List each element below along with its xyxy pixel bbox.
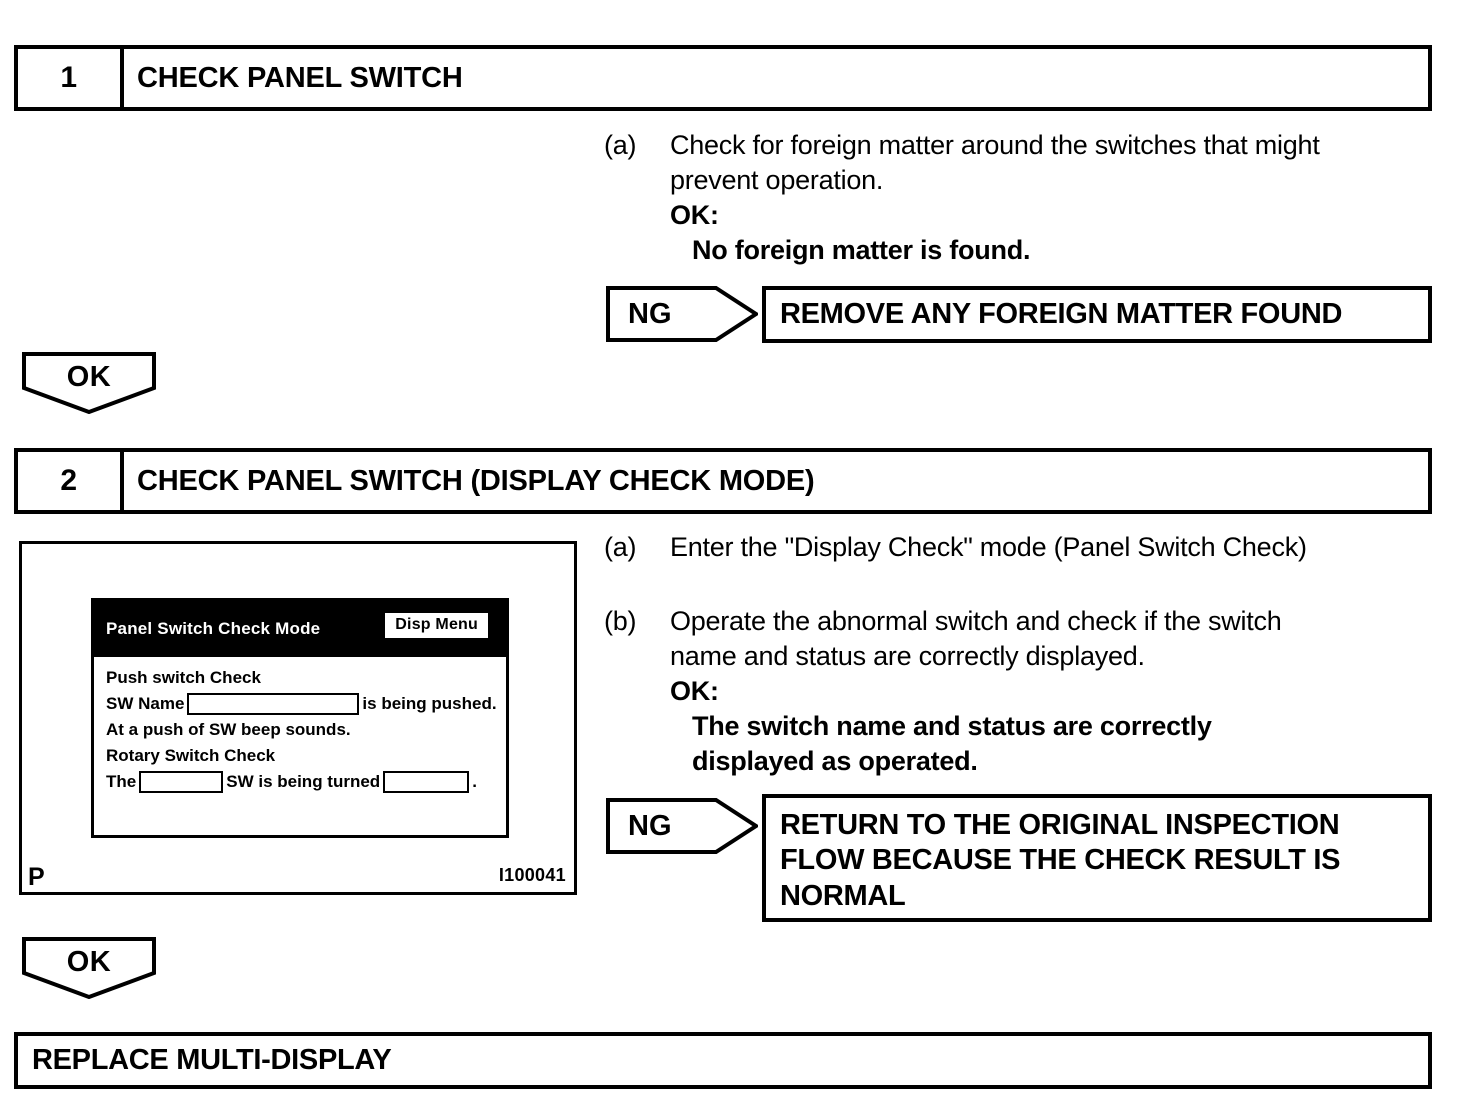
ok-connector-step-2: OK xyxy=(22,937,156,999)
step-2-instruction-b: (b) Operate the abnormal switch and chec… xyxy=(604,604,1444,779)
ng-chevron-icon xyxy=(606,798,758,854)
step-1-header: 1 CHECK PANEL SWITCH xyxy=(14,45,1432,111)
ng-result-box-step-1: REMOVE ANY FOREIGN MATTER FOUND xyxy=(762,286,1432,343)
final-result-box: REPLACE MULTI-DISPLAY xyxy=(14,1032,1432,1089)
sw-name-suffix: is being pushed. xyxy=(362,694,497,713)
figure-frame: Panel Switch Check Mode Disp Menu Push s… xyxy=(19,541,577,895)
instruction-line: name and status are correctly displayed. xyxy=(670,641,1145,672)
step-2-header: 2 CHECK PANEL SWITCH (DISPLAY CHECK MODE… xyxy=(14,448,1432,514)
rotary-status-row: The SW is being turned . xyxy=(106,769,506,795)
ng-result-line: NORMAL xyxy=(780,879,906,912)
sw-name-label: SW Name xyxy=(106,694,185,713)
ng-label: NG xyxy=(628,297,672,330)
ng-label: NG xyxy=(628,809,672,842)
disp-menu-button[interactable]: Disp Menu xyxy=(385,613,488,638)
ng-result-line: RETURN TO THE ORIGINAL INSPECTION xyxy=(780,809,1340,842)
sw-name-row: SW Name is being pushed. xyxy=(106,691,506,717)
device-title: Panel Switch Check Mode xyxy=(106,619,321,638)
beep-note-row: At a push of SW beep sounds. xyxy=(106,717,506,743)
ok-connector-label: OK xyxy=(66,946,112,978)
final-result-label: REPLACE MULTI-DISPLAY xyxy=(32,1044,392,1076)
device-display-mock: Panel Switch Check Mode Disp Menu Push s… xyxy=(91,598,509,838)
ng-result-line: REMOVE ANY FOREIGN MATTER FOUND xyxy=(780,298,1343,330)
rotary-switch-input[interactable] xyxy=(139,771,224,793)
ok-criteria-line: No foreign matter is found. xyxy=(692,235,1031,266)
instruction-marker: (a) xyxy=(604,130,637,160)
rotary-switch-check-title: Rotary Switch Check xyxy=(106,743,506,769)
ok-criteria-label: OK: xyxy=(670,676,719,707)
rotary-mid-label: SW is being turned xyxy=(226,772,381,791)
instruction-item-a: (a) Enter the "Display Check" mode (Pane… xyxy=(604,530,1444,565)
figure-position-code: P xyxy=(28,863,45,891)
instruction-line: Operate the abnormal switch and check if… xyxy=(670,606,1282,636)
ok-down-arrow-icon xyxy=(22,937,156,999)
ng-result-box-step-2: RETURN TO THE ORIGINAL INSPECTION FLOW B… xyxy=(762,794,1432,922)
instruction-line: Check for foreign matter around the swit… xyxy=(670,130,1320,160)
rotary-direction-input[interactable] xyxy=(383,771,470,793)
push-switch-check-title: Push switch Check xyxy=(106,665,506,691)
ok-criteria-line: The switch name and status are correctly xyxy=(692,711,1212,742)
ok-down-arrow-icon xyxy=(22,352,156,414)
device-body: Push switch Check SW Name is being pushe… xyxy=(94,657,506,795)
instruction-marker: (a) xyxy=(604,532,637,562)
instruction-line: Enter the "Display Check" mode (Panel Sw… xyxy=(670,532,1307,562)
ng-connector-step-1: NG xyxy=(606,286,758,342)
ok-connector-step-1: OK xyxy=(22,352,156,414)
figure-id-label: I100041 xyxy=(498,865,566,885)
rotary-suffix-label: . xyxy=(472,772,477,791)
push-switch-check-label: Push switch Check xyxy=(106,668,261,687)
rotary-prefix-label: The xyxy=(106,772,137,791)
ok-connector-label: OK xyxy=(66,361,112,393)
ng-result-line: FLOW BECAUSE THE CHECK RESULT IS xyxy=(780,844,1341,877)
step-1-title: CHECK PANEL SWITCH xyxy=(137,61,463,94)
step-2-title: CHECK PANEL SWITCH (DISPLAY CHECK MODE) xyxy=(137,464,815,497)
ok-criteria-label: OK: xyxy=(670,200,719,231)
instruction-item-a: (a) Check for foreign matter around the … xyxy=(604,128,1434,268)
beep-note-label: At a push of SW beep sounds. xyxy=(106,720,351,739)
rotary-switch-check-label: Rotary Switch Check xyxy=(106,746,276,765)
ng-chevron-icon xyxy=(606,286,758,342)
instruction-item-b: (b) Operate the abnormal switch and chec… xyxy=(604,604,1444,779)
step-1-instructions: (a) Check for foreign matter around the … xyxy=(604,128,1434,268)
ok-criteria-line: displayed as operated. xyxy=(692,746,978,777)
instruction-marker: (b) xyxy=(604,606,637,636)
step-2-instruction-a: (a) Enter the "Display Check" mode (Pane… xyxy=(604,530,1444,565)
step-1-number: 1 xyxy=(18,49,124,107)
instruction-line: prevent operation. xyxy=(670,165,884,196)
device-header-bar: Panel Switch Check Mode Disp Menu xyxy=(94,601,506,657)
sw-name-input[interactable] xyxy=(187,693,360,715)
ng-connector-step-2: NG xyxy=(606,798,758,854)
step-2-number: 2 xyxy=(18,452,124,510)
